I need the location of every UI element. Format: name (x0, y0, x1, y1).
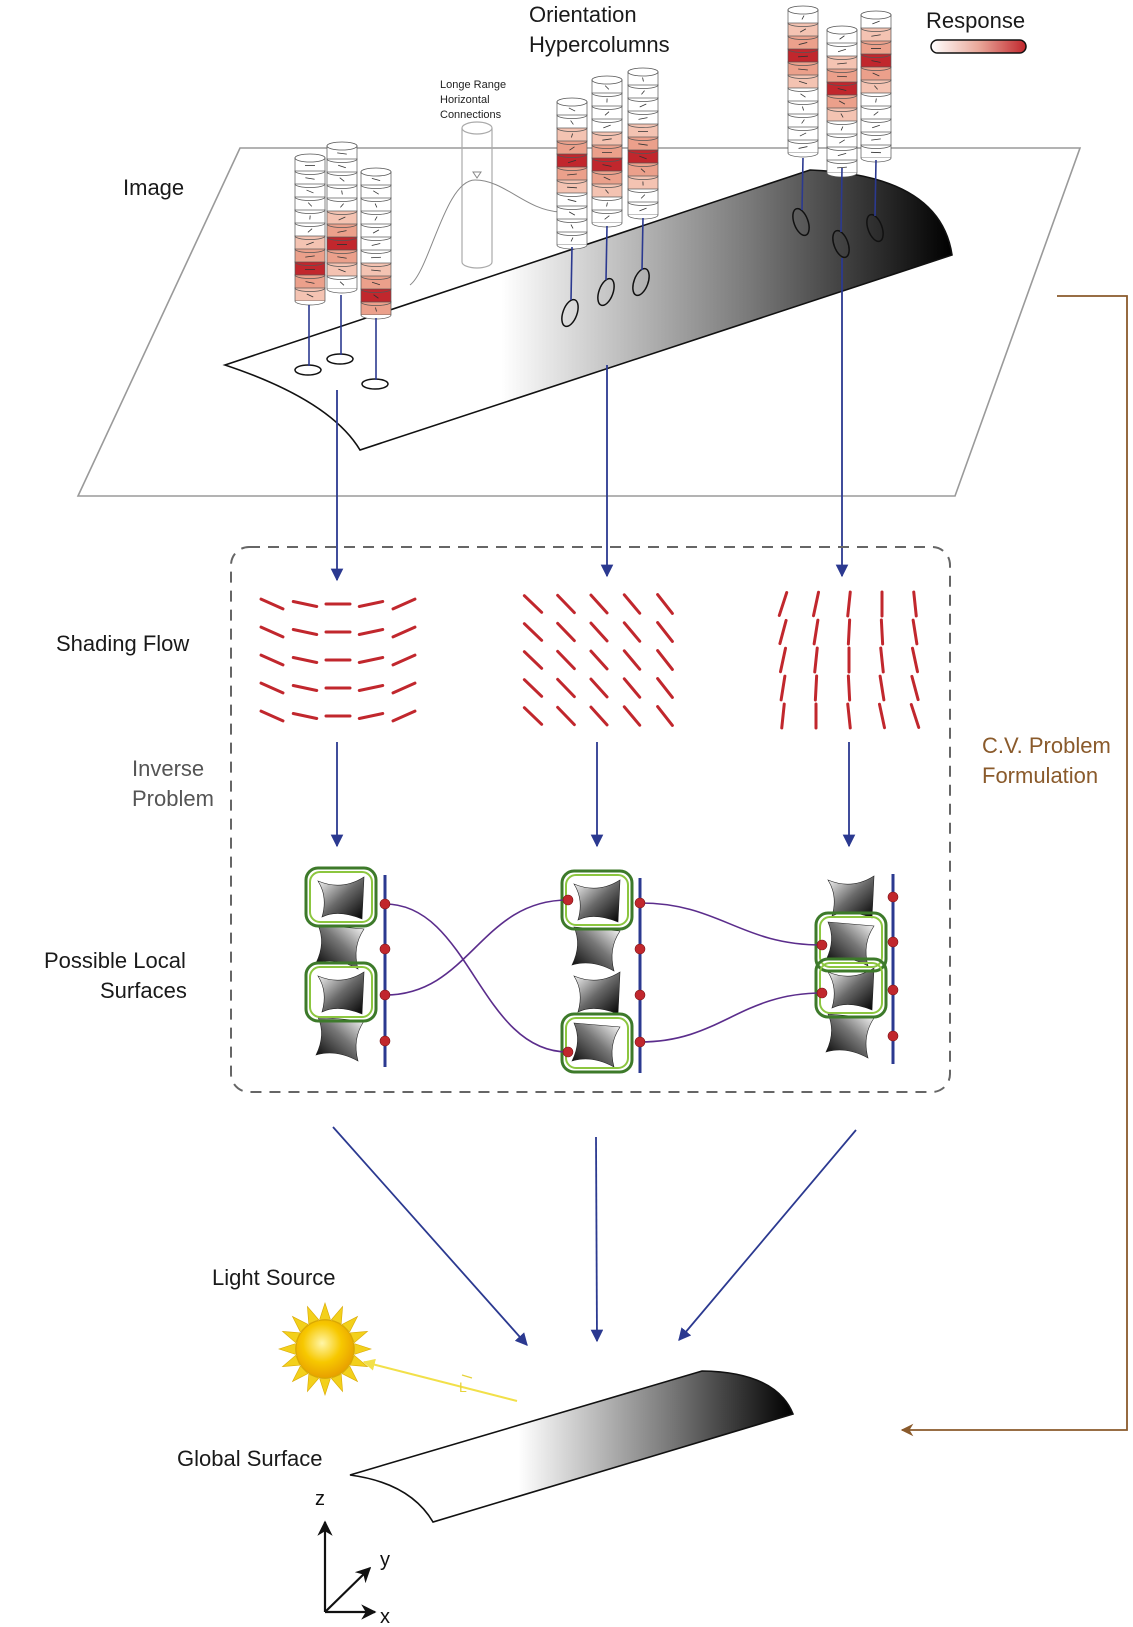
shading-flow-field (259, 597, 417, 723)
inverse-problem-label-line1: Inverse (132, 756, 204, 781)
cv-formulation-label-line2: Formulation (982, 763, 1098, 788)
hypercolumn-stack (556, 97, 588, 250)
orientation-label-line1: Orientation (529, 2, 637, 27)
surface-nodes (379, 891, 899, 1058)
image-to-flow-arrows (330, 258, 849, 582)
global-surface (349, 1370, 795, 1523)
local-surface-column (814, 874, 895, 1064)
cv-formulation-arrow (900, 295, 1128, 1437)
long-range-connection (409, 121, 561, 286)
light-direction-ray (362, 1358, 518, 1402)
long-range-label-line1: Longe Range (440, 79, 506, 91)
sun-icon (278, 1302, 372, 1396)
local-surface-column (304, 866, 387, 1067)
long-range-label-line2: Horizontal (440, 94, 490, 106)
image-label: Image (123, 175, 184, 200)
light-vector-label: L (459, 1379, 467, 1395)
local-processing-box (230, 546, 951, 1093)
hypercolumn-stack (826, 25, 858, 178)
inverse-problem-arrows (330, 742, 856, 848)
response-label: Response (926, 8, 1025, 33)
orientation-label-line2: Hypercolumns (529, 32, 670, 57)
image-cylinder-surface (222, 169, 953, 451)
orientation-hypercolumns (294, 5, 892, 320)
shading-flow-fields (259, 590, 921, 730)
to-global-arrows (332, 1126, 857, 1346)
response-colorbar (930, 39, 1027, 54)
local-surface-column (560, 869, 642, 1074)
possible-local-surfaces-label-line1: Possible Local (44, 948, 186, 973)
cv-formulation-label-line1: C.V. Problem (982, 733, 1111, 758)
hypercolumn-stack (627, 67, 659, 220)
hypercolumn-stack (860, 10, 892, 163)
axis-z-label: z (315, 1488, 325, 1510)
hypercolumn-stack (591, 75, 623, 228)
hypercolumn-stack (787, 5, 819, 158)
receptive-fields (294, 207, 884, 390)
shading-flow-field (522, 593, 674, 727)
hypercolumn-stalks (308, 157, 877, 380)
surface-compatibility-links (384, 899, 823, 1053)
possible-local-surfaces (304, 866, 899, 1074)
axis-y-label: y (380, 1549, 390, 1571)
coordinate-axes (317, 1520, 377, 1620)
long-range-label-line3: Connections (440, 109, 502, 121)
light-source-label: Light Source (212, 1265, 336, 1290)
shading-flow-field (777, 590, 921, 730)
hypercolumn-stack (326, 141, 358, 294)
hypercolumn-stack (294, 153, 326, 306)
axis-x-label: x (380, 1606, 390, 1627)
inverse-problem-label-line2: Problem (132, 786, 214, 811)
hypercolumn-stack (360, 167, 392, 320)
global-surface-label: Global Surface (177, 1446, 323, 1471)
possible-local-surfaces-label-line2: Surfaces (100, 978, 187, 1003)
shading-flow-label: Shading Flow (56, 631, 189, 656)
